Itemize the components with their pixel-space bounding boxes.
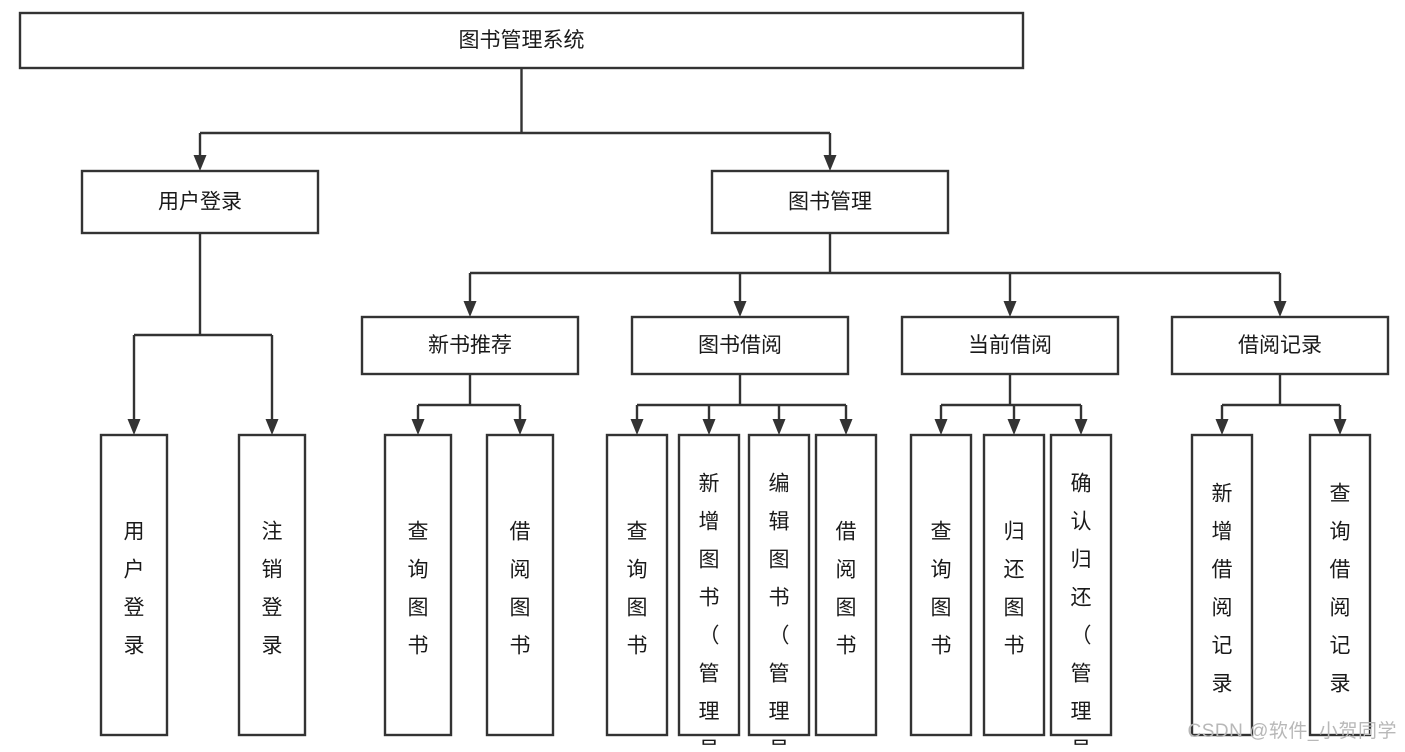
arrow-head-icon: [513, 419, 527, 435]
node-box: [1190, 433, 1254, 737]
arrow-head-icon: [839, 419, 853, 435]
node-leaf-add-record[interactable]: 新增借阅记录: [1190, 433, 1254, 737]
node-user-login[interactable]: 用户登录: [80, 169, 320, 235]
node-box: [1308, 433, 1372, 737]
node-box: [383, 433, 453, 737]
node-label: 图书借阅: [698, 334, 782, 357]
node-label: 图书管理: [788, 191, 872, 214]
node-leaf-logout[interactable]: 注销登录: [237, 433, 307, 737]
node-label: 注销登录: [262, 521, 283, 658]
node-leaf-confirm-return[interactable]: 确认归还（管理员）: [1049, 433, 1113, 752]
edge-group-root-children: [193, 68, 837, 171]
arrow-head-icon: [772, 419, 786, 435]
node-box: [982, 433, 1046, 737]
edge-group-current-borrow-children: [934, 374, 1088, 435]
edge-group-book-borrow-children: [630, 374, 853, 435]
arrow-head-icon: [733, 301, 747, 317]
node-box: [360, 315, 580, 376]
node-new-book-rec[interactable]: 新书推荐: [360, 315, 580, 376]
arrow-head-icon: [411, 419, 425, 435]
node-label: 当前借阅: [968, 334, 1052, 357]
node-box: [747, 433, 811, 737]
node-leaf-borrow-book-1[interactable]: 借阅图书: [485, 433, 555, 737]
node-leaf-query-book-1[interactable]: 查询图书: [383, 433, 453, 737]
node-leaf-query-book-2[interactable]: 查询图书: [605, 433, 669, 737]
node-leaf-user-login[interactable]: 用户登录: [99, 433, 169, 737]
node-leaf-return-book[interactable]: 归还图书: [982, 433, 1046, 737]
node-box: [710, 169, 950, 235]
arrow-head-icon: [265, 419, 279, 435]
arrow-head-icon: [193, 155, 207, 171]
node-box: [485, 433, 555, 737]
node-label: 用户登录: [158, 191, 242, 214]
node-box: [605, 433, 669, 737]
node-label: 查询图书: [408, 521, 429, 658]
node-label: 查询借阅记录: [1330, 483, 1351, 696]
arrow-head-icon: [1003, 301, 1017, 317]
node-layer: 图书管理系统用户登录图书管理新书推荐图书借阅当前借阅借阅记录用户登录注销登录查询…: [18, 11, 1390, 752]
node-borrow-record[interactable]: 借阅记录: [1170, 315, 1390, 376]
node-leaf-borrow-book-2[interactable]: 借阅图书: [814, 433, 878, 737]
connector-layer: [127, 68, 1347, 435]
arrow-head-icon: [1074, 419, 1088, 435]
node-label: 查询图书: [931, 521, 952, 658]
node-book-borrow[interactable]: 图书借阅: [630, 315, 850, 376]
node-box: [237, 433, 307, 737]
node-leaf-edit-book[interactable]: 编辑图书（管理员）: [747, 433, 811, 752]
node-current-borrow[interactable]: 当前借阅: [900, 315, 1120, 376]
arrow-head-icon: [1273, 301, 1287, 317]
arrow-head-icon: [823, 155, 837, 171]
arrow-head-icon: [630, 419, 644, 435]
node-box: [1049, 433, 1113, 737]
arrow-head-icon: [1007, 419, 1021, 435]
edge-group-book-manage-children: [463, 233, 1287, 317]
node-label: 查询图书: [627, 521, 648, 658]
node-label: 借阅图书: [510, 521, 531, 658]
edge-group-new-book-rec-children: [411, 374, 527, 435]
node-root[interactable]: 图书管理系统: [18, 11, 1025, 70]
arrow-head-icon: [1333, 419, 1347, 435]
node-label: 借阅图书: [836, 521, 857, 658]
node-box: [814, 433, 878, 737]
node-label: 归还图书: [1004, 521, 1025, 658]
node-label: 用户登录: [124, 521, 145, 658]
node-leaf-query-book-3[interactable]: 查询图书: [909, 433, 973, 737]
node-box: [1170, 315, 1390, 376]
edge-group-borrow-record-children: [1215, 374, 1347, 435]
node-label: 新增借阅记录: [1212, 483, 1233, 696]
node-label: 借阅记录: [1238, 334, 1322, 357]
arrow-head-icon: [934, 419, 948, 435]
arrow-head-icon: [463, 301, 477, 317]
node-box: [80, 169, 320, 235]
node-label: 图书管理系统: [459, 29, 585, 52]
arrow-head-icon: [702, 419, 716, 435]
node-box: [900, 315, 1120, 376]
arrow-head-icon: [127, 419, 141, 435]
node-box: [18, 11, 1025, 70]
node-label: 新书推荐: [428, 334, 512, 357]
node-box: [99, 433, 169, 737]
node-leaf-query-record[interactable]: 查询借阅记录: [1308, 433, 1372, 737]
node-leaf-add-book[interactable]: 新增图书（管理员）: [677, 433, 741, 752]
arrow-head-icon: [1215, 419, 1229, 435]
edge-group-user-login-children: [127, 233, 279, 435]
node-box: [677, 433, 741, 737]
node-box: [630, 315, 850, 376]
node-book-manage[interactable]: 图书管理: [710, 169, 950, 235]
node-box: [909, 433, 973, 737]
node-label: 新增图书（管理员）: [699, 473, 720, 747]
